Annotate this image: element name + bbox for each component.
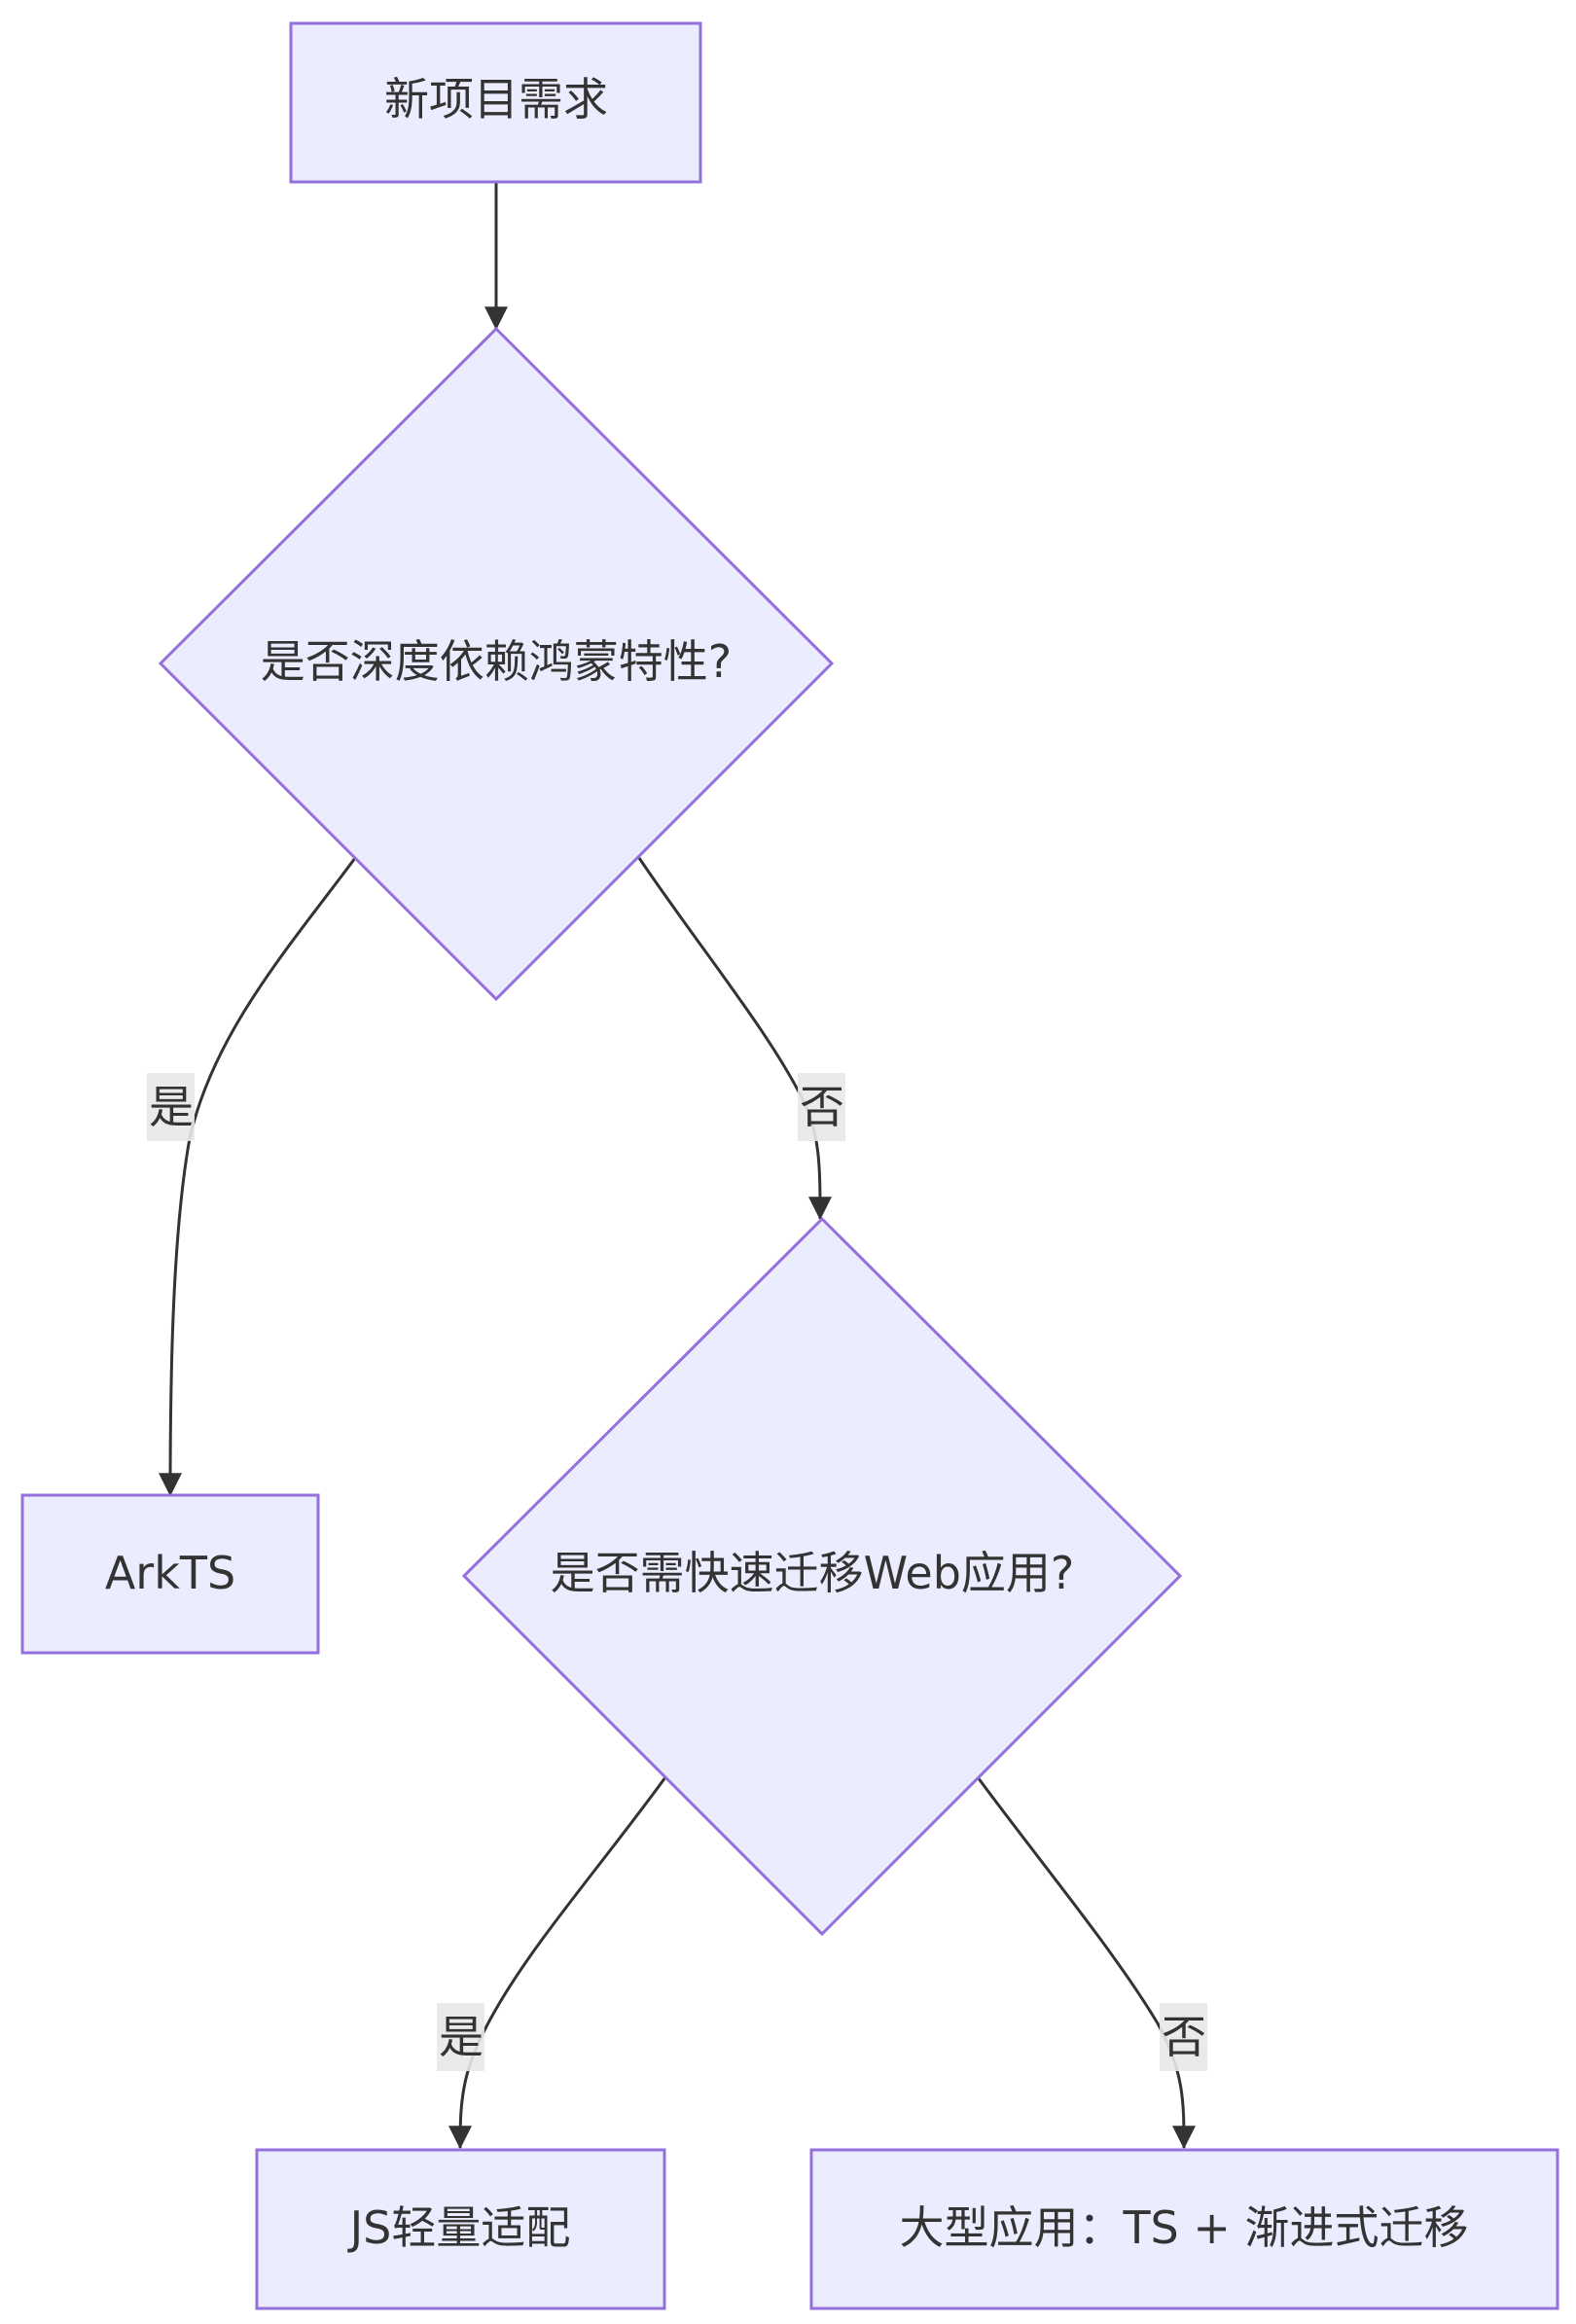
decision-q1: 是否深度依赖鸿蒙特性? [158,326,835,1002]
edge-label-q2-no-text: 否 [1162,2011,1206,2063]
decision-q2: 是否需快速迁移Web应用? [461,1216,1183,1937]
edge-q2-to-ts [976,1776,1196,2150]
edge-label-q2-no: 否 [1160,2003,1207,2071]
edge-label-q1-yes: 是 [147,1073,195,1141]
node-ts: 大型应用：TS + 渐进式迁移 [809,2148,1559,2310]
decision-q2-label: 是否需快速迁移Web应用? [551,1547,1075,1599]
node-ts-label: 大型应用：TS + 渐进式迁移 [899,2201,1468,2254]
edge-q2-to-js [448,1776,667,2150]
edge-q1-to-q2 [637,857,832,1221]
decision-q1-label: 是否深度依赖鸿蒙特性? [261,635,732,688]
node-arkts-label: ArkTS [105,1547,235,1599]
edge-label-q2-yes: 是 [437,2003,484,2071]
node-arkts: ArkTS [20,1493,320,1655]
edge-label-q1-no-text: 否 [800,1081,844,1133]
edge-label-q1-yes-text: 是 [149,1081,194,1133]
edge-q1-to-arkts [159,857,357,1497]
edge-label-q1-no: 否 [798,1073,845,1141]
node-js-label: JS轻量适配 [347,2201,571,2254]
node-start: 新项目需求 [289,21,702,184]
edge-label-q2-yes-text: 是 [439,2011,484,2063]
node-js: JS轻量适配 [255,2148,666,2310]
node-start-label: 新项目需求 [384,73,608,125]
